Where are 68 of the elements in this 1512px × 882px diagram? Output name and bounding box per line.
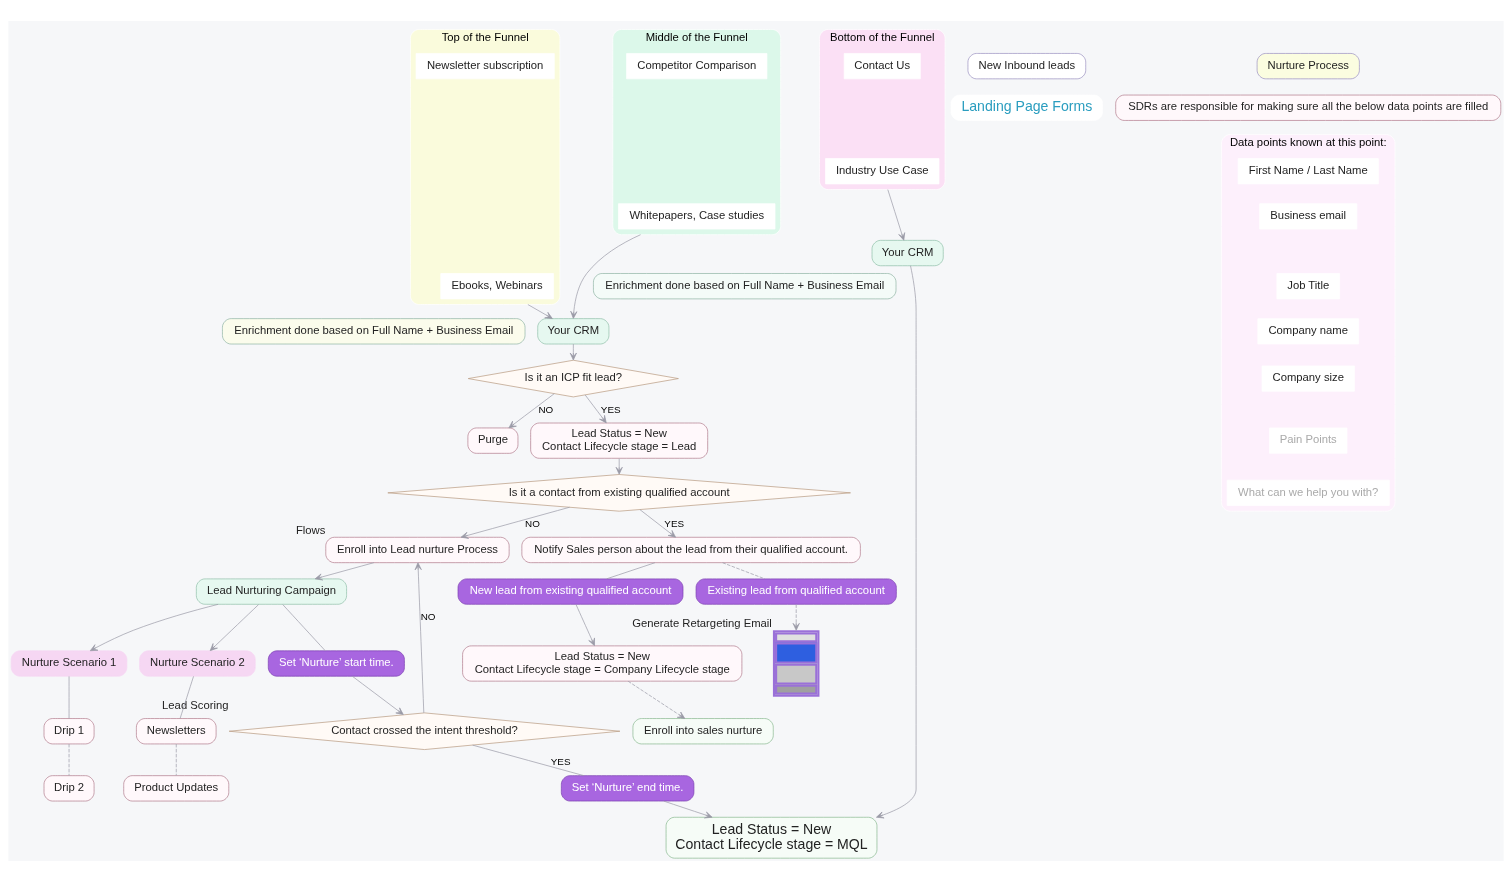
arrow (527, 304, 553, 319)
node-box: Nurture Scenario 1 (10, 650, 128, 677)
arrow (575, 604, 595, 646)
arrow (508, 393, 555, 429)
node-box: Enroll into Lead nurture Process (325, 536, 510, 563)
arrow (792, 604, 800, 631)
edge-label: NO (525, 517, 540, 529)
node-box: Lead Status = New Contact Lifecycle stage = MQL (665, 816, 878, 859)
arrow (414, 562, 425, 714)
arrow (460, 506, 570, 539)
arrow (627, 680, 686, 719)
node-box: Set ‘Nurture’ end time. (561, 775, 695, 802)
node-diamond: Is it a contact from existing qualified account (387, 474, 851, 512)
edge-label: YES (664, 517, 685, 529)
arrow (570, 234, 641, 319)
arrow (351, 675, 404, 715)
edge-label: NO (538, 403, 554, 415)
connector (175, 743, 177, 776)
arrow (639, 509, 676, 538)
arrow (89, 603, 219, 652)
node-box: Lead Status = New Contact Lifecycle stage = Company Lifecycle stage (462, 645, 743, 682)
node-box: Product Updates (123, 775, 230, 802)
node-box: Set ‘Nurture’ start time. (267, 650, 405, 677)
arrow (663, 800, 713, 819)
arrow (876, 265, 917, 819)
node-box: Nurture Process (1256, 53, 1360, 80)
node-box: Competitor Comparison (626, 53, 768, 80)
node-box: Newsletter subscription (415, 53, 555, 80)
node-box: Enrichment done based on Full Name + Business Email (593, 273, 897, 300)
node-box: Lead Status = New Contact Lifecycle stage = Lead (530, 422, 709, 459)
node-label: Generate Retargeting Email (632, 616, 772, 629)
connector (179, 676, 194, 719)
node-diamond: Contact crossed the intent threshold? (228, 712, 621, 750)
node-box: Enrichment done based on Full Name + Business Email (222, 318, 526, 345)
node-box: New Inbound leads (967, 53, 1087, 80)
node-box: SDRs are responsible for making sure all the below data points are filled (1115, 94, 1502, 121)
node-box: Nurture Scenario 2 (139, 650, 256, 677)
node-box: Your CRM (537, 318, 610, 345)
arrow (584, 394, 607, 424)
node-box: Lead Nurturing Campaign (196, 578, 347, 605)
node-box: Existing lead from qualified account (695, 578, 897, 605)
node-box: Newsletters (136, 718, 217, 745)
node-box: Ebooks, Webinars (440, 273, 554, 300)
node-box: Contact Us (843, 53, 921, 80)
node-box: New lead from existing qualified account (457, 578, 684, 605)
node-box: Drip 1 (43, 718, 95, 745)
node-box: Notify Sales person about the lead from their qualified account. (521, 536, 861, 563)
arrow (209, 604, 259, 652)
connector (68, 743, 70, 776)
edge-label: NO (420, 610, 436, 622)
arrow (887, 189, 906, 241)
arrow (615, 458, 623, 475)
connector (282, 604, 326, 652)
node-box: Purge (467, 427, 519, 454)
node-label: Flows (295, 523, 326, 536)
arrow (314, 562, 375, 581)
node-box: Industry Use Case (825, 158, 940, 185)
node-box: Whitepapers, Case studies (618, 203, 776, 230)
connector (68, 676, 70, 719)
node-label: Lead Scoring (162, 699, 229, 712)
connector (472, 744, 584, 776)
node-diamond: Is it an ICP fit lead? (467, 359, 679, 398)
node-box: Enroll into sales nurture (632, 718, 774, 745)
edge-label: YES (600, 403, 621, 415)
node-box: Drip 2 (43, 775, 95, 802)
arrow (569, 343, 577, 361)
node-box: Your CRM (871, 240, 944, 267)
edge-label: YES (550, 756, 571, 768)
